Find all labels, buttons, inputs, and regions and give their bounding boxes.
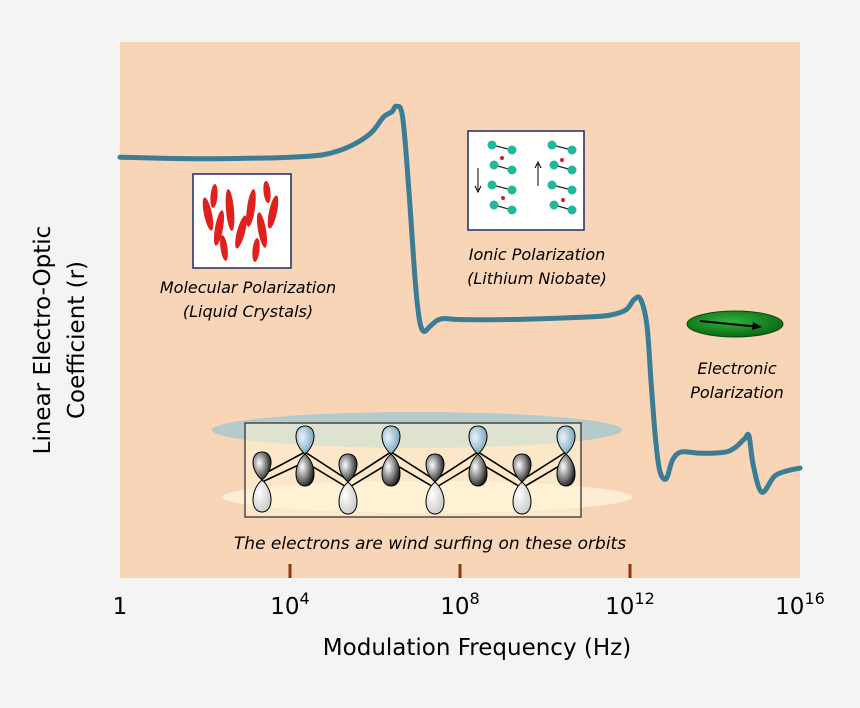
- molecular-label-2: (Liquid Crystals): [183, 302, 313, 321]
- y-axis-label-line-1: Linear Electro-Optic: [30, 226, 56, 455]
- electronic-label-1: Electronic: [697, 359, 776, 378]
- series-line: [117, 103, 803, 495]
- liquid-crystal-inset: [192, 173, 292, 269]
- x-axis-ticks: 1 104 108 1012 1016: [113, 564, 825, 620]
- molecular-label-1: Molecular Polarization: [160, 278, 336, 297]
- electronic-label-2: Polarization: [690, 383, 784, 402]
- electronic-ellipse: [686, 310, 784, 338]
- x-axis-label: Modulation Frequency (Hz): [323, 635, 631, 661]
- x-tick-label: 108: [440, 589, 479, 620]
- ionic-label-2: (Lithium Niobate): [467, 269, 607, 288]
- y-axis-label: Linear Electro-Optic Coefficient (r): [30, 226, 90, 455]
- y-axis-label-line-2: Coefficient (r): [64, 261, 90, 419]
- x-tick-label: 1016: [775, 589, 825, 620]
- x-tick-label: 1012: [605, 589, 655, 620]
- lithium-niobate-inset: [467, 130, 585, 231]
- orbit-diagram: [212, 412, 632, 518]
- x-tick-label: 104: [270, 589, 309, 620]
- ionic-label-1: Ionic Polarization: [469, 245, 606, 264]
- x-tick-label: 1: [113, 594, 128, 620]
- orbits-caption: The electrons are wind surfing on these …: [234, 534, 626, 554]
